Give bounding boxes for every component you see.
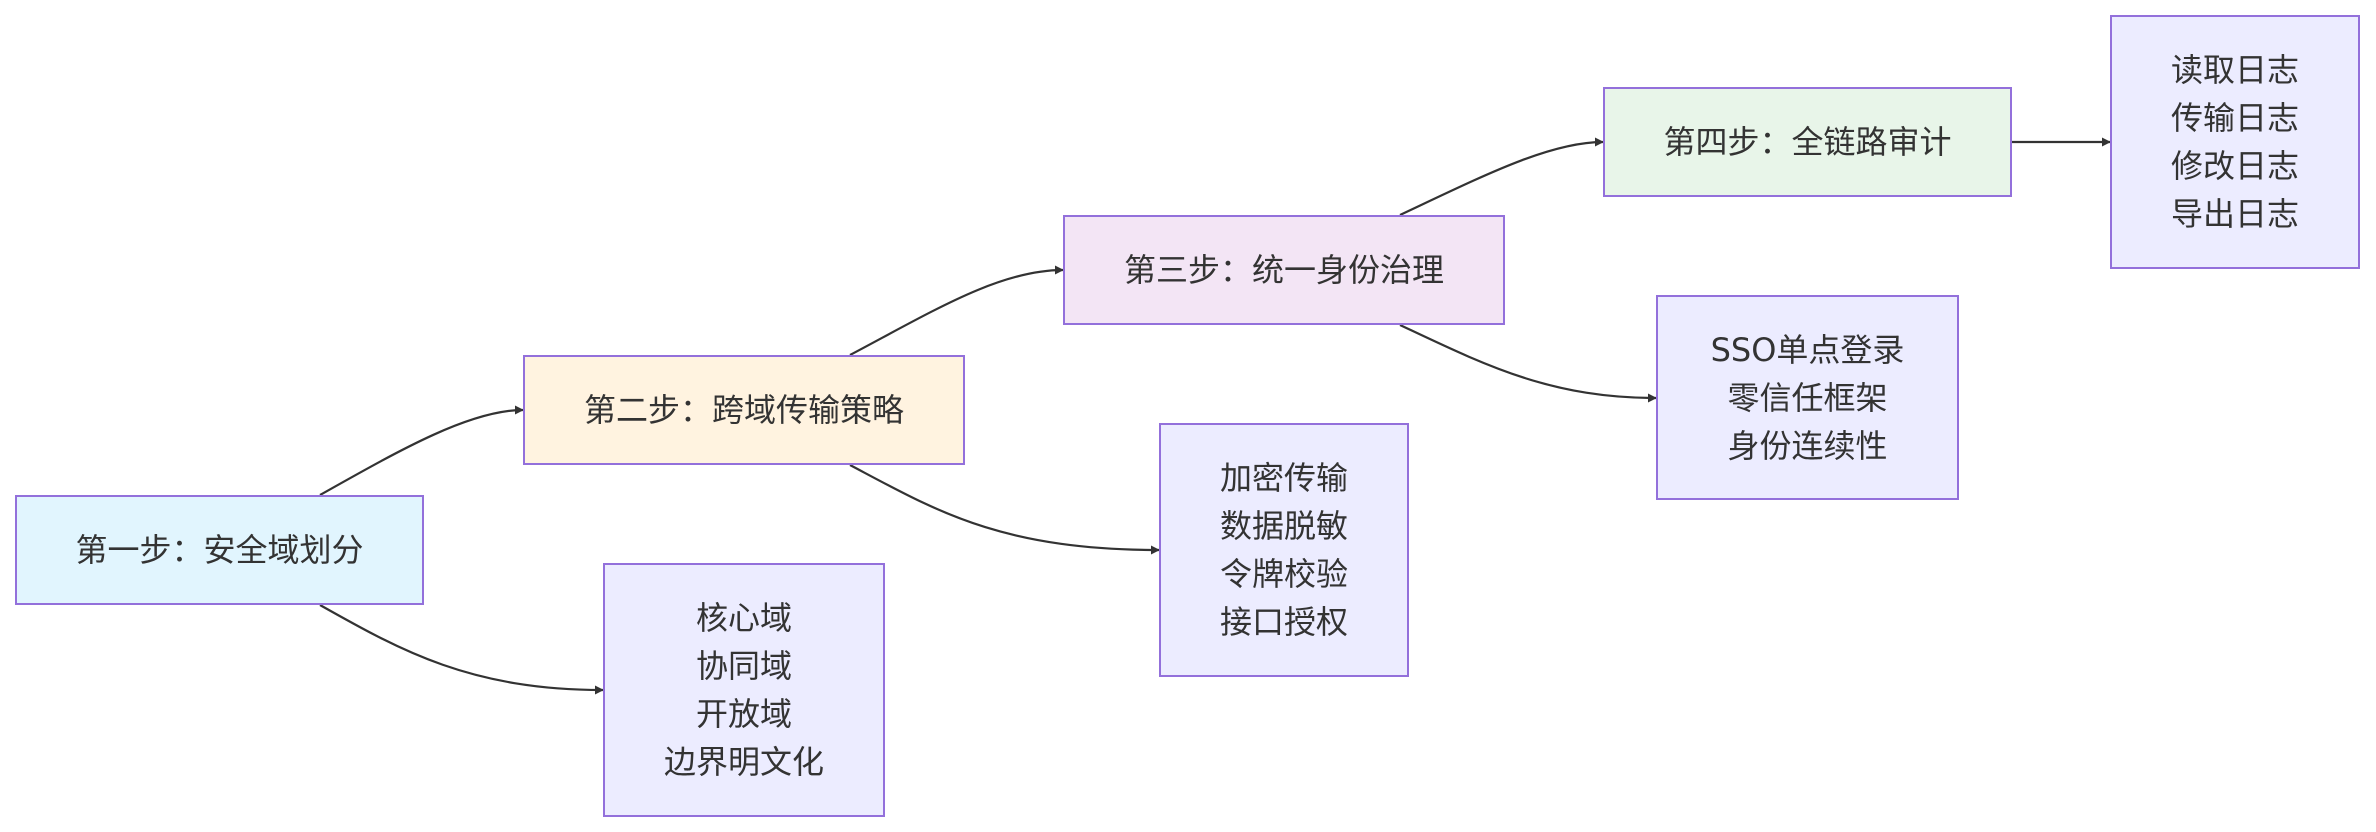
step2-node: 第二步：跨域传输策略: [523, 355, 965, 465]
identity-lines: SSO单点登录 零信任框架 身份连续性: [1711, 326, 1905, 470]
step3-label: 第三步：统一身份治理: [1123, 251, 1444, 289]
step4-node: 第四步：全链路审计: [1603, 87, 2012, 197]
edge-step3-to-identity: [1399, 324, 1657, 403]
identity-node: SSO单点登录 零信任框架 身份连续性: [1656, 295, 1959, 500]
domains-item: 协同域: [695, 647, 792, 685]
step2-label: 第二步：跨域传输策略: [583, 391, 904, 429]
audit-lines: 读取日志 传输日志 修改日志 导出日志: [2171, 46, 2299, 238]
domains-item: 核心域: [695, 599, 792, 637]
domains-node: 核心域 协同域 开放域 边界明文化: [603, 563, 885, 817]
transfer-item: 加密传输: [1219, 459, 1348, 497]
step1-label: 第一步：安全域划分: [75, 531, 364, 569]
audit-item: 修改日志: [2170, 147, 2299, 185]
edge-step2-to-transfer: [849, 464, 1160, 555]
identity-item: 零信任框架: [1727, 378, 1888, 417]
step1-node: 第一步：安全域划分: [15, 495, 424, 605]
transfer-item: 接口授权: [1219, 603, 1348, 641]
identity-item: SSO单点登录: [1710, 330, 1905, 369]
edge-step3-to-step4: [1399, 137, 1604, 216]
step4-label: 第四步：全链路审计: [1663, 123, 1952, 161]
step3-node: 第三步：统一身份治理: [1063, 215, 1505, 325]
edge-step2-to-step3: [849, 265, 1064, 356]
audit-item: 导出日志: [2170, 195, 2299, 233]
domains-lines: 核心域 协同域 开放域 边界明文化: [664, 594, 824, 786]
transfer-lines: 加密传输 数据脱敏 令牌校验 接口授权: [1220, 454, 1348, 646]
domains-item: 边界明文化: [663, 743, 824, 781]
identity-item: 身份连续性: [1727, 426, 1888, 465]
edge-step1-to-step2: [319, 405, 524, 496]
audit-item: 传输日志: [2170, 99, 2299, 137]
audit-node: 读取日志 传输日志 修改日志 导出日志: [2110, 15, 2360, 269]
transfer-item: 数据脱敏: [1219, 507, 1348, 545]
transfer-item: 令牌校验: [1219, 555, 1348, 593]
domains-item: 开放域: [695, 695, 792, 733]
audit-item: 读取日志: [2170, 51, 2299, 89]
transfer-node: 加密传输 数据脱敏 令牌校验 接口授权: [1159, 423, 1409, 677]
edge-step1-to-domains: [319, 604, 604, 695]
